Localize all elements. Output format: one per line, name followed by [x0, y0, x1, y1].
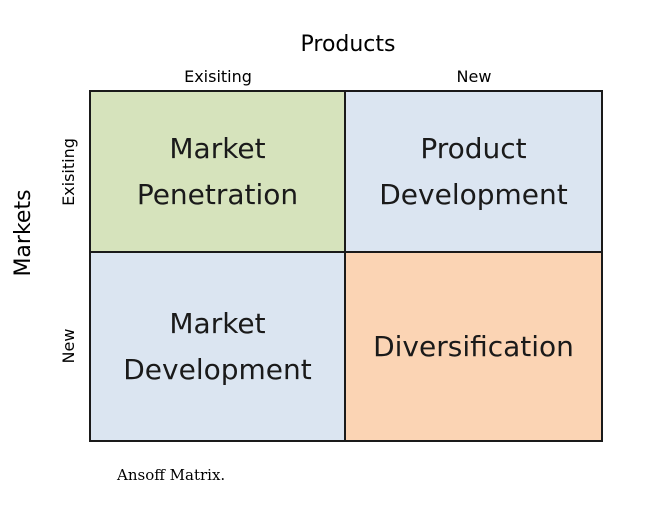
cell-market-penetration: Market Penetration: [91, 92, 346, 253]
figure-caption: Ansoff Matrix.: [117, 466, 226, 484]
cell-market-development: Market Development: [91, 253, 346, 440]
cell-diversification: Diversification: [346, 253, 601, 440]
products-axis-title: Products: [300, 32, 396, 57]
cell-product-development-line1: Product: [420, 131, 527, 165]
cell-product-development-line2: Development: [379, 177, 568, 211]
column-label-existing: Exisiting: [184, 67, 252, 86]
row-label-new: New: [59, 328, 78, 364]
cell-product-development: Product Development: [346, 92, 601, 253]
cell-diversification-label: Diversification: [373, 329, 574, 363]
ansoff-matrix-grid: Market Penetration Product Development M…: [89, 90, 603, 442]
cell-market-development-line1: Market: [169, 306, 266, 340]
row-label-existing: Exisiting: [59, 138, 78, 206]
column-label-new: New: [456, 67, 492, 86]
cell-market-development-line2: Development: [123, 352, 312, 386]
cell-market-penetration-line2: Penetration: [136, 177, 299, 211]
markets-axis-title: Markets: [11, 189, 36, 277]
cell-market-penetration-line1: Market: [169, 131, 266, 165]
